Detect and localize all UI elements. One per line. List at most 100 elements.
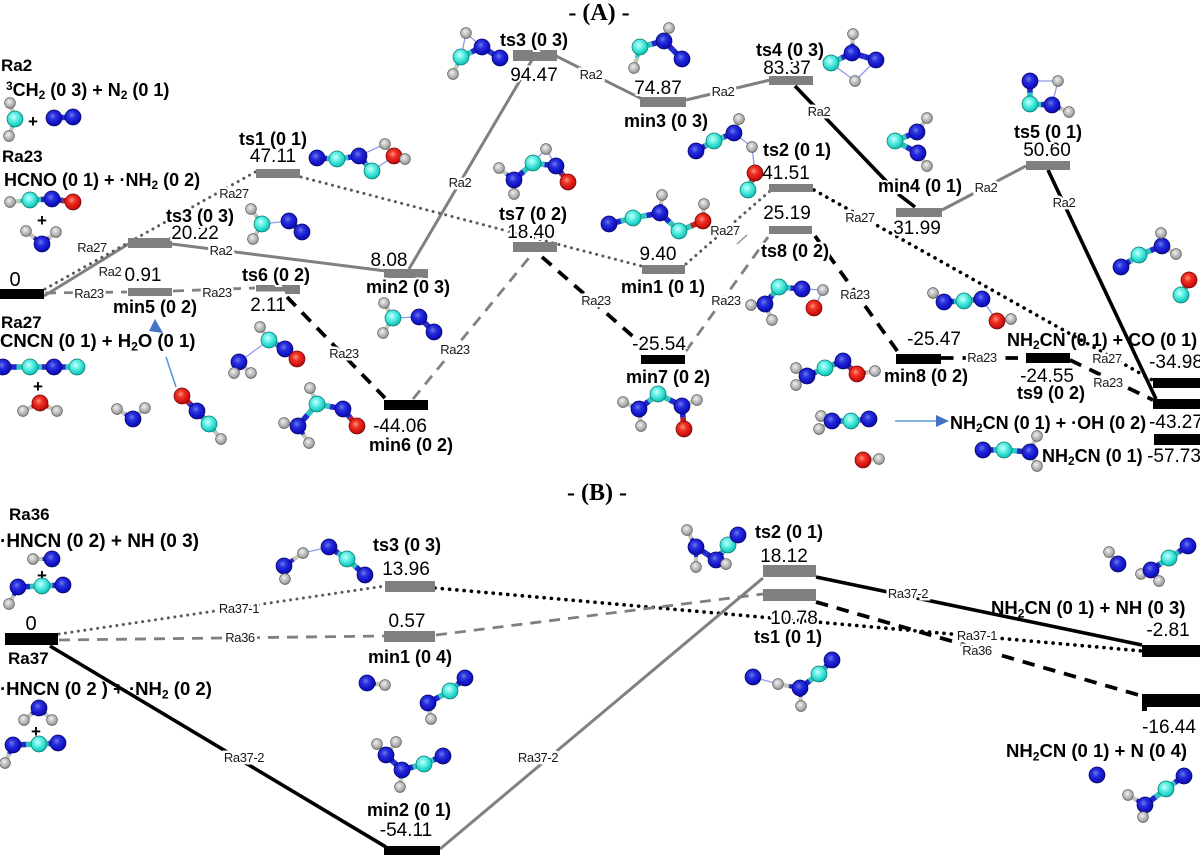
svg-text:Ra2: Ra2: [808, 104, 831, 119]
svg-text:ts2 (0 1): ts2 (0 1): [763, 140, 831, 160]
svg-text:20.22: 20.22: [171, 223, 219, 244]
svg-text:Ra37-2: Ra37-2: [518, 750, 558, 765]
svg-text:Ra2: Ra2: [1, 56, 32, 75]
svg-text:ts4 (0 3): ts4 (0 3): [756, 40, 824, 60]
svg-text:Ra23: Ra23: [1093, 375, 1123, 390]
svg-text:9.40: 9.40: [640, 244, 677, 265]
svg-text:ts3 (0 3): ts3 (0 3): [373, 535, 441, 555]
svg-text:·HNCN (0 2 ) + ·NH2​ (0 2): ·HNCN (0 2 ) + ·NH2​ (0 2): [0, 678, 212, 701]
svg-text:8.08: 8.08: [371, 250, 408, 271]
svg-text:NH2​CN (0 1) + NH (0 3): NH2​CN (0 1) + NH (0 3): [991, 597, 1185, 620]
svg-text:ts5 (0 1): ts5 (0 1): [1014, 122, 1082, 142]
svg-text:min3 (0 3): min3 (0 3): [624, 111, 708, 131]
svg-text:min8 (0 2): min8 (0 2): [884, 366, 968, 386]
svg-text:+: +: [31, 722, 41, 741]
svg-text:min1 (0 1): min1 (0 1): [621, 277, 705, 297]
svg-text:ts3 (0 3): ts3 (0 3): [500, 30, 568, 50]
svg-text:Ra23: Ra23: [711, 293, 741, 308]
svg-text:- (B) -: - (B) -: [567, 480, 627, 506]
svg-text:Ra2: Ra2: [99, 264, 122, 279]
svg-text:-57.73: -57.73: [1147, 446, 1200, 467]
svg-text:Ra37: Ra37: [8, 649, 49, 668]
svg-text:0: 0: [25, 613, 36, 635]
svg-text:+: +: [33, 377, 43, 396]
svg-text:13.96: 13.96: [382, 559, 430, 580]
svg-text:2.11: 2.11: [250, 295, 286, 316]
svg-text:Ra27: Ra27: [77, 240, 107, 255]
svg-text:ts7 (0 2): ts7 (0 2): [499, 204, 567, 224]
svg-text:31.99: 31.99: [893, 218, 941, 239]
svg-text:Ra27: Ra27: [1092, 351, 1122, 366]
svg-text:10.78: 10.78: [770, 608, 818, 629]
svg-text:47.11: 47.11: [250, 146, 296, 167]
svg-text:Ra2: Ra2: [580, 67, 603, 82]
svg-text:18.12: 18.12: [760, 546, 808, 567]
svg-text:Ra36: Ra36: [9, 505, 50, 524]
svg-text:-34.98: -34.98: [1149, 352, 1200, 373]
svg-text:ts9 (0 2): ts9 (0 2): [1017, 383, 1085, 403]
svg-text:Ra23: Ra23: [581, 293, 611, 308]
svg-text:-54.11: -54.11: [380, 820, 432, 841]
svg-text:Ra23: Ra23: [329, 346, 359, 361]
svg-text:NH2​CN (0 1): NH2​CN (0 1): [1042, 446, 1143, 468]
svg-text:Ra36: Ra36: [962, 643, 992, 658]
svg-text:min2 (0 3): min2 (0 3): [366, 277, 450, 297]
svg-text:18.40: 18.40: [507, 222, 555, 243]
svg-text:+: +: [37, 211, 47, 230]
svg-text:-24.55: -24.55: [1020, 366, 1074, 387]
svg-text:Ra27: Ra27: [219, 186, 249, 201]
svg-text:HCNO (0 1) + ·NH2​ (0 2): HCNO (0 1) + ·NH2​ (0 2): [4, 170, 200, 192]
svg-text:0.91: 0.91: [125, 265, 162, 286]
svg-text:ts6 (0 2): ts6 (0 2): [242, 265, 310, 285]
svg-text:-25.47: -25.47: [907, 329, 961, 350]
svg-text:Ra2: Ra2: [210, 243, 233, 258]
svg-text:Ra23: Ra23: [840, 287, 870, 302]
svg-text:Ra2: Ra2: [712, 84, 735, 99]
svg-text:Ra23: Ra23: [202, 285, 232, 300]
svg-text:min4 (0 1): min4 (0 1): [878, 176, 962, 196]
svg-text:ts1 (0 1): ts1 (0 1): [239, 129, 307, 149]
svg-text:min2 (0 1): min2 (0 1): [367, 800, 451, 820]
svg-text:+: +: [28, 112, 38, 131]
svg-text:-44.06: -44.06: [373, 416, 427, 437]
svg-text:NH2​CN (0 1) + N (0 4): NH2​CN (0 1) + N (0 4): [1006, 740, 1187, 763]
svg-text:ts8 (0 2): ts8 (0 2): [761, 241, 829, 261]
svg-text:Ra2: Ra2: [449, 175, 472, 190]
svg-text:3​CH2​ (0 3) + N2​ (0 1): 3​CH2​ (0 3) + N2​ (0 1): [6, 79, 169, 102]
svg-text:41.51: 41.51: [762, 163, 810, 184]
svg-text:ts3 (0 3): ts3 (0 3): [166, 206, 234, 226]
svg-text:+: +: [37, 566, 47, 585]
svg-text:min6 (0 2): min6 (0 2): [369, 435, 453, 455]
svg-text:0.57: 0.57: [389, 611, 426, 632]
svg-text:- (A) -: - (A) -: [568, 0, 629, 26]
svg-text:Ra23: Ra23: [440, 342, 470, 357]
svg-text:min1 (0 4): min1 (0 4): [368, 647, 452, 667]
svg-text:Ra37-1: Ra37-1: [957, 628, 997, 643]
svg-text:Ra2: Ra2: [975, 180, 998, 195]
svg-text:Ra27: Ra27: [845, 210, 875, 225]
svg-text:-2.81: -2.81: [1146, 620, 1189, 641]
svg-text:50.60: 50.60: [1023, 140, 1071, 161]
svg-text:min5 (0 2): min5 (0 2): [113, 297, 197, 317]
svg-text:NH2​CN (0 1) + CO (0 1): NH2​CN (0 1) + CO (0 1): [1007, 330, 1197, 352]
svg-text:-43.27: -43.27: [1149, 412, 1200, 433]
svg-text:Ra37-2: Ra37-2: [888, 586, 928, 601]
svg-text:74.87: 74.87: [634, 78, 682, 99]
svg-text:min7 (0 2): min7 (0 2): [626, 367, 710, 387]
svg-text:-25.54: -25.54: [632, 334, 686, 355]
svg-text:Ra27: Ra27: [1, 313, 42, 332]
svg-text:ts1 (0 1): ts1 (0 1): [754, 627, 822, 647]
svg-text:Ra2: Ra2: [1053, 195, 1076, 210]
svg-text:·HNCN (0 2) + NH (0 3): ·HNCN (0 2) + NH (0 3): [0, 531, 199, 552]
svg-text:Ra23: Ra23: [967, 350, 997, 365]
svg-text:NH2​CN (0 1) + ·OH (0 2): NH2​CN (0 1) + ·OH (0 2): [950, 413, 1146, 435]
svg-text:25.19: 25.19: [763, 203, 811, 224]
svg-text:94.47: 94.47: [510, 65, 558, 86]
svg-text:Ra23: Ra23: [74, 286, 104, 301]
svg-text:Ra37-1: Ra37-1: [219, 601, 259, 616]
svg-text:Ra23: Ra23: [2, 147, 43, 166]
svg-text:0: 0: [9, 269, 20, 291]
svg-text:83.37: 83.37: [763, 58, 811, 79]
svg-text:CNCN (0 1) + H2​O (0 1): CNCN (0 1) + H2​O (0 1): [0, 330, 195, 353]
svg-text:Ra27: Ra27: [710, 223, 740, 238]
